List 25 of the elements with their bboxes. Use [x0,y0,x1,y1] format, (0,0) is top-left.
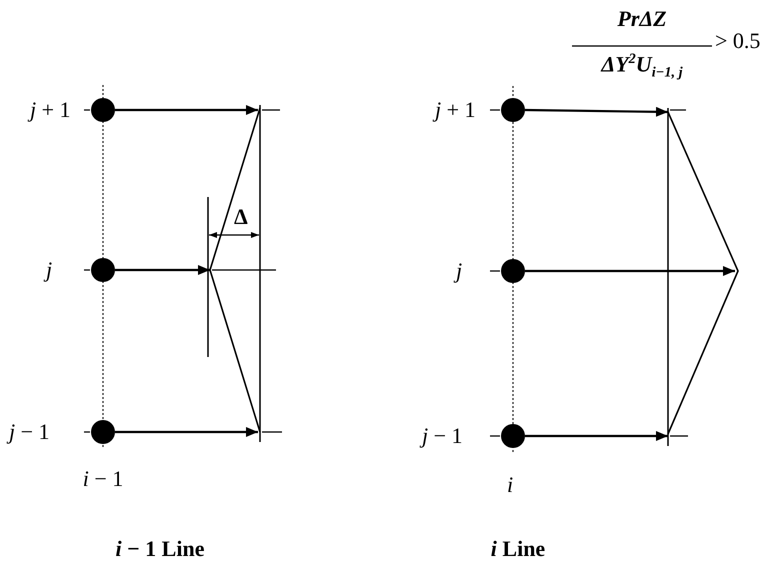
arrow [524,106,668,117]
row-label: j [456,260,462,282]
formula-numerator: PrΔZ [617,8,667,30]
row-label: j + 1 [30,99,71,121]
grid-point [501,259,525,283]
arrow [115,265,210,275]
grid-point [91,98,115,122]
arrow [525,266,735,276]
arrow [525,431,668,441]
row-label: j − 1 [9,421,50,443]
row-label: j − 1 [422,425,463,447]
inequality-text: > 0.5 [715,30,760,52]
column-label: i − 1 [82,468,124,490]
formula-denominator: ΔY$^{2}$U$_{i−1, j}$ [601,52,683,80]
grid-point [501,424,525,448]
row-label: j + 1 [435,99,476,121]
grid-point [91,258,115,282]
panel-caption: i − 1 Line [116,538,204,560]
column-label: i [506,474,514,496]
row-label: j [46,259,52,281]
arrow [115,105,258,115]
grid-point [501,98,525,122]
panel-caption: i Line [490,538,546,560]
grid-point [91,420,115,444]
arrow [115,427,258,437]
